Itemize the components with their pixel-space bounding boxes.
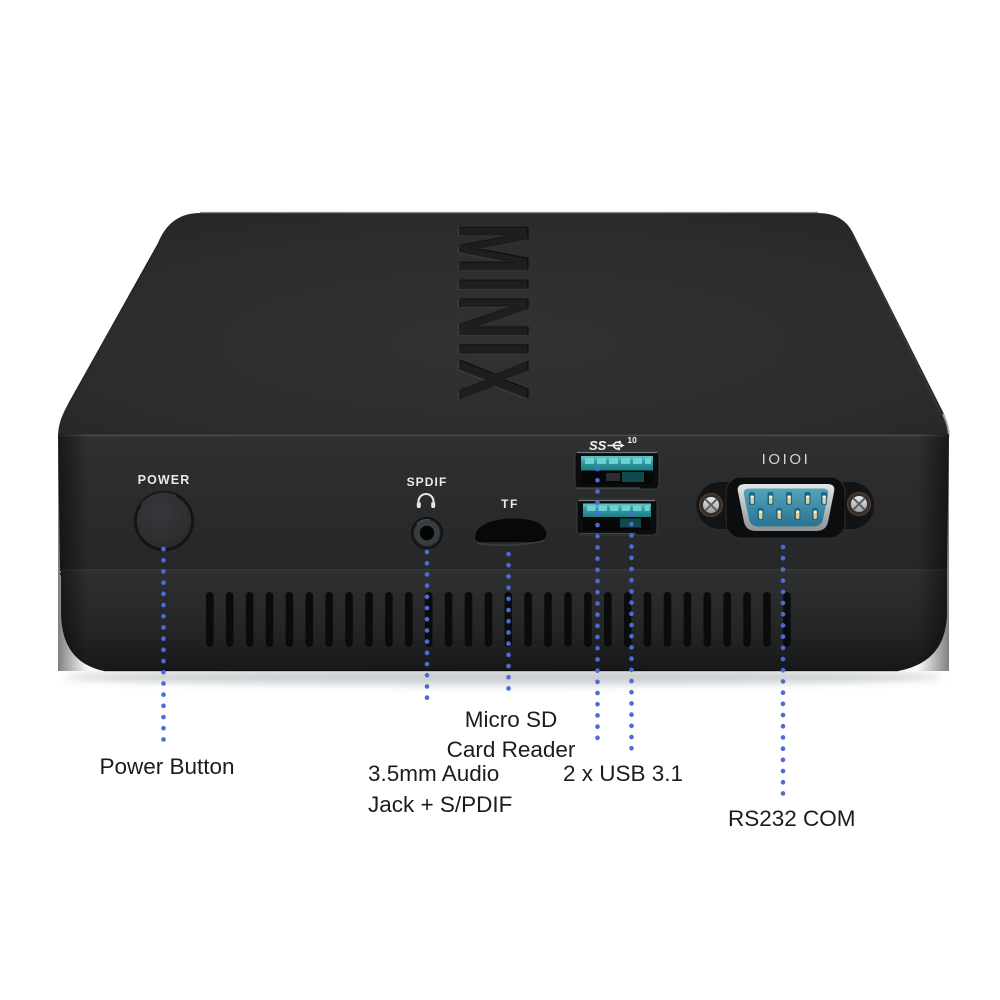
- usb-ss10-logo: SS 10: [589, 435, 637, 454]
- rs232-screw-left: [696, 490, 726, 520]
- usb-trident-icon: [606, 439, 626, 452]
- rs232-port: [696, 476, 874, 539]
- caption-sd-line1: Micro SD: [464, 707, 558, 732]
- ground-shadow: [63, 669, 943, 685]
- caption-usb: 2 x USB 3.1: [563, 761, 684, 786]
- vent-grille: [206, 592, 791, 647]
- caption-audio-jack: 3.5mm Audio Jack + S/PDIF: [368, 758, 512, 820]
- caption-microsd: Micro SD Card Reader: [447, 705, 576, 765]
- rs232-screw-right: [844, 489, 874, 519]
- usb-ss-text: SS: [589, 437, 607, 453]
- brand-logo: MINIX: [437, 223, 548, 403]
- leader-lines: [161, 466, 786, 800]
- rs232-pins: [749, 492, 827, 520]
- panel-label-tf: TF: [501, 497, 519, 511]
- usb-speed-text: 10: [627, 435, 637, 445]
- usb-port-2: [576, 498, 658, 536]
- caption-audio-line1: 3.5mm Audio: [368, 761, 500, 786]
- headphone-icon: [415, 492, 437, 514]
- caption-audio-line2: Jack + S/PDIF: [368, 792, 513, 817]
- device-chassis: [58, 211, 950, 672]
- power-button: [133, 490, 195, 552]
- usb-port-1: [574, 450, 660, 490]
- panel-label-spdif: SPDIF: [406, 475, 448, 489]
- top-face: [58, 213, 949, 437]
- audio-jack: [411, 517, 443, 549]
- panel-label-serial: IOIOI: [761, 451, 811, 468]
- microsd-slot: [475, 518, 547, 547]
- panel-label-power: POWER: [137, 473, 191, 487]
- caption-rs232: RS232 COM: [728, 806, 856, 831]
- front-panel: [58, 434, 949, 571]
- caption-sd-line2: Card Reader: [446, 737, 576, 762]
- caption-power-button: Power Button: [99, 754, 235, 779]
